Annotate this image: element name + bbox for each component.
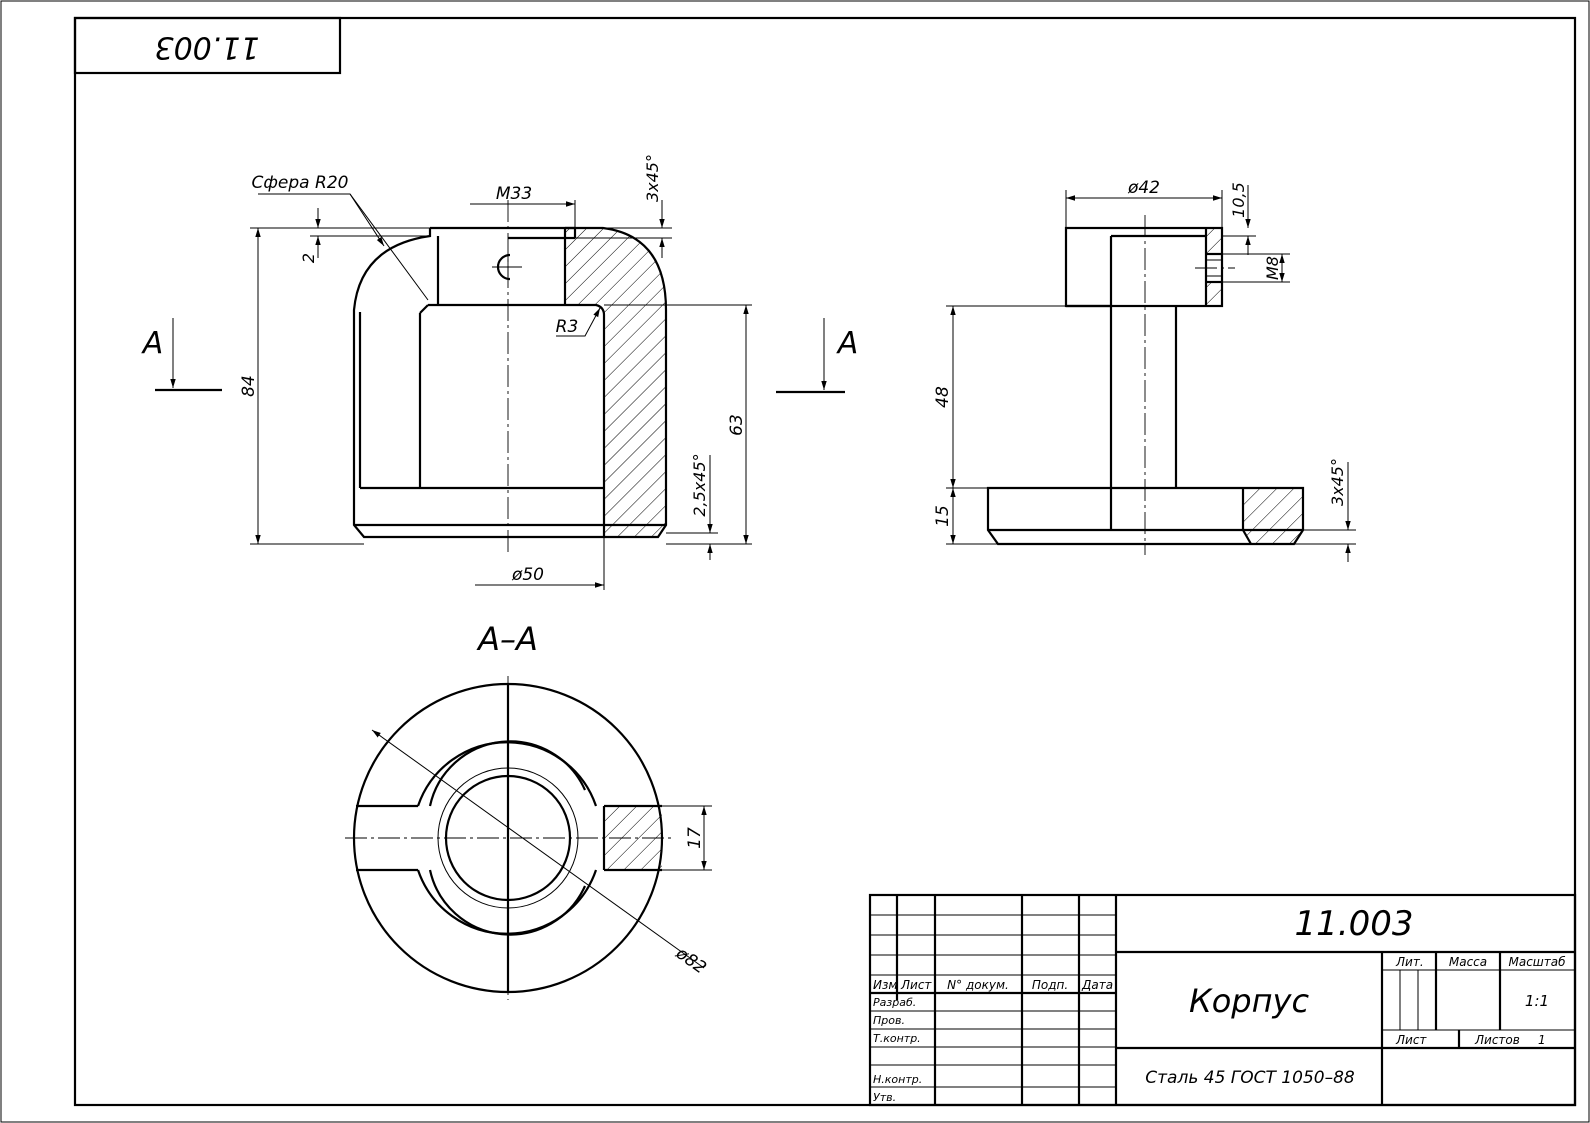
code-stamp-text: 11.003 <box>155 30 260 65</box>
tb-header-date: Дата <box>1081 978 1113 992</box>
title-block: Изм Лист N° докум. Подп. Дата Разраб. Пр… <box>868 893 1577 1107</box>
tb-designation: 11.003 <box>1295 904 1414 944</box>
tb-header-lit: Лит. <box>1395 955 1424 969</box>
tb-header-izm: Изм <box>873 978 897 992</box>
dim-17: 17 <box>685 827 705 849</box>
dim-r3: R3 <box>556 317 579 337</box>
tb-header-sheet: Лист <box>1395 1033 1427 1047</box>
dim-diameter-42: ø42 <box>1127 178 1160 198</box>
tb-header-sign: Подп. <box>1032 978 1068 992</box>
tb-header-list: Лист <box>900 978 932 992</box>
section-title: A–A <box>476 620 538 658</box>
dim-chamfer-side: 3x45° <box>1328 458 1347 506</box>
dim-chamfer-top: 3x45° <box>643 154 662 202</box>
dim-10-5: 10,5 <box>1229 182 1248 218</box>
section-mark-right: A <box>836 326 859 361</box>
tb-role-developer: Разраб. <box>873 996 916 1009</box>
tb-header-doc: N° докум. <box>947 978 1009 992</box>
tb-name: Корпус <box>1189 982 1309 1020</box>
section-mark-left: A <box>141 326 164 361</box>
tb-sheets-count: 1 <box>1538 1033 1546 1047</box>
dim-15: 15 <box>933 505 953 527</box>
dim-m33: M33 <box>496 184 532 204</box>
dim-chamfer-bottom: 2,5x45° <box>690 453 709 516</box>
tb-header-mass: Масса <box>1449 955 1487 969</box>
tb-role-approved: Утв. <box>873 1091 896 1104</box>
tb-material: Сталь 45 ГОСТ 1050–88 <box>1145 1068 1355 1088</box>
code-stamp: 11.003 <box>73 16 342 75</box>
dim-84: 84 <box>239 375 259 397</box>
tb-header-scale: Масштаб <box>1508 955 1566 969</box>
section-view: A–A ø82 17 <box>345 620 712 1000</box>
tb-role-checker: Пров. <box>873 1014 905 1027</box>
dim-m8: M8 <box>1263 256 1282 280</box>
side-view: ø42 10,5 M8 48 15 3x45° A <box>776 178 1356 562</box>
tb-role-norm: Н.контр. <box>873 1073 922 1086</box>
tb-scale-value: 1:1 <box>1525 992 1549 1010</box>
tb-role-tech: Т.контр. <box>873 1032 921 1045</box>
tb-header-sheets: Листов <box>1474 1033 1520 1047</box>
dim-63: 63 <box>727 414 747 436</box>
dim-48: 48 <box>933 386 953 408</box>
dim-sphere: Сфера R20 <box>252 173 349 193</box>
front-view: 84 2 Сфера R20 M33 3x45° R3 63 2,5x45° <box>141 154 752 590</box>
dim-diameter-50: ø50 <box>511 565 544 585</box>
dim-2: 2 <box>299 253 318 263</box>
